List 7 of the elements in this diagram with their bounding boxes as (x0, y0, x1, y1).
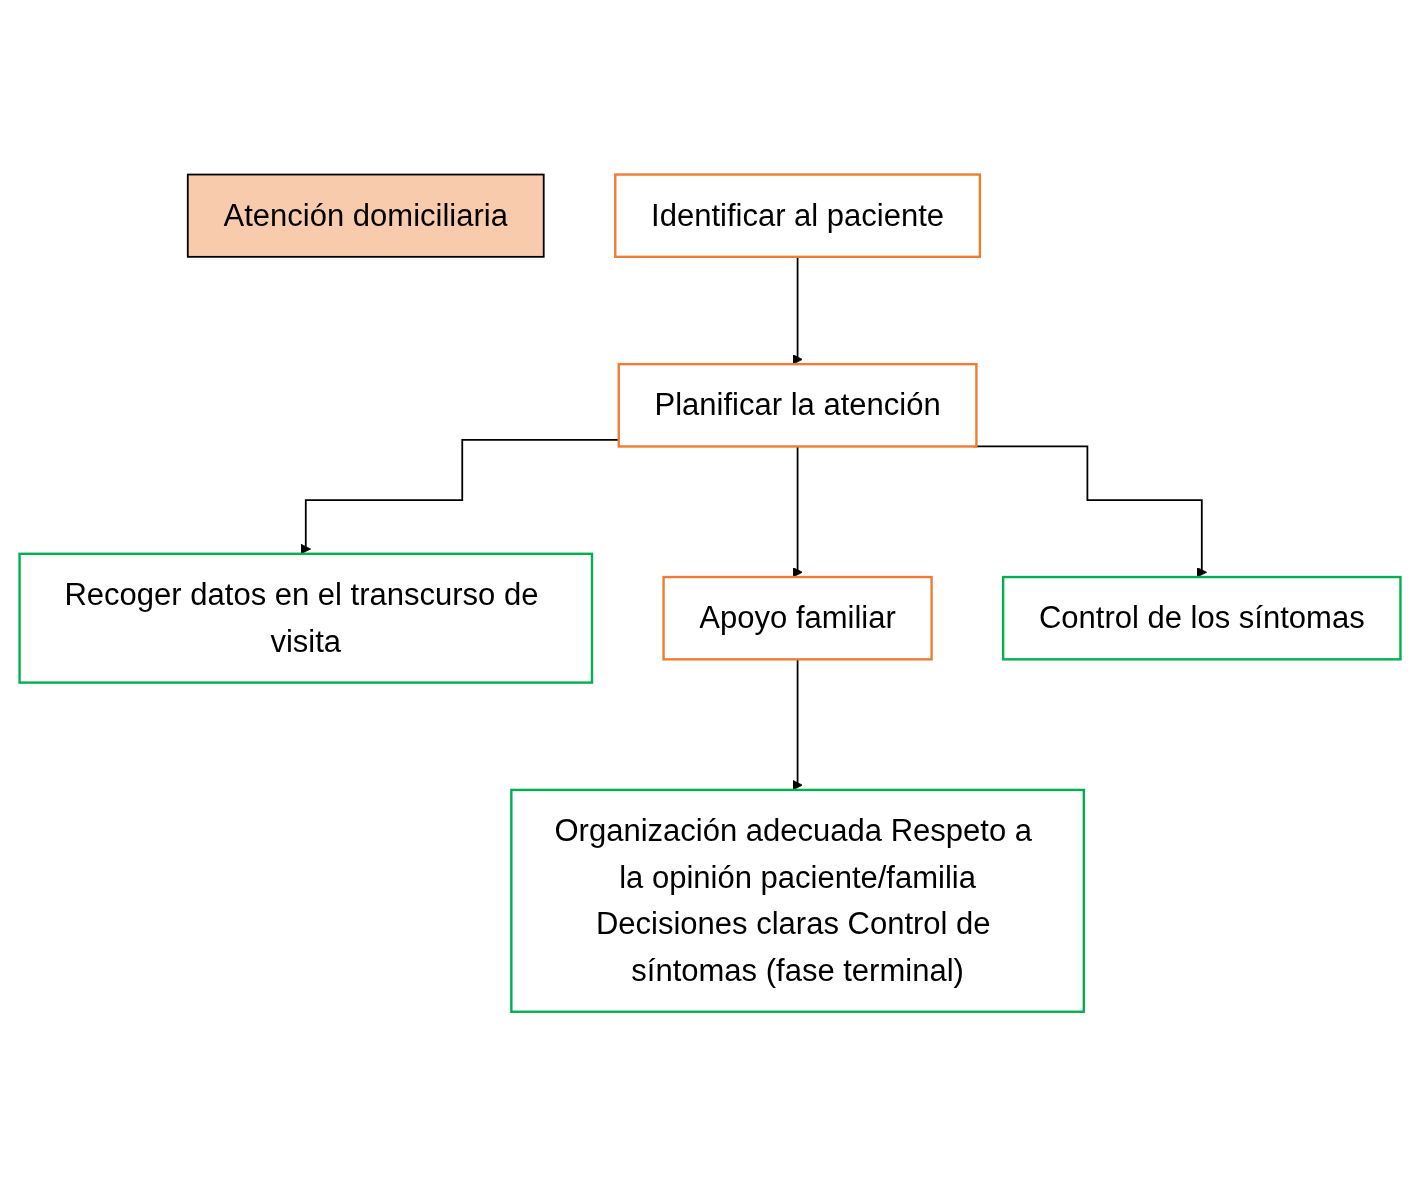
node-box: Recoger datos en el transcurso de visita (17, 552, 593, 685)
node-box: Control de los síntomas (1001, 576, 1402, 661)
node-box: Atención domiciliaria (186, 174, 545, 259)
node-box: Apoyo familiar (661, 576, 933, 661)
node-box: Identificar al paciente (613, 173, 981, 259)
node-box: Organización adecuada Respeto a la opinión paciente/familia Decisiones claras Control de síntomas (fase terminal) (509, 789, 1085, 1014)
node-box: Planificar la atención (617, 363, 978, 448)
